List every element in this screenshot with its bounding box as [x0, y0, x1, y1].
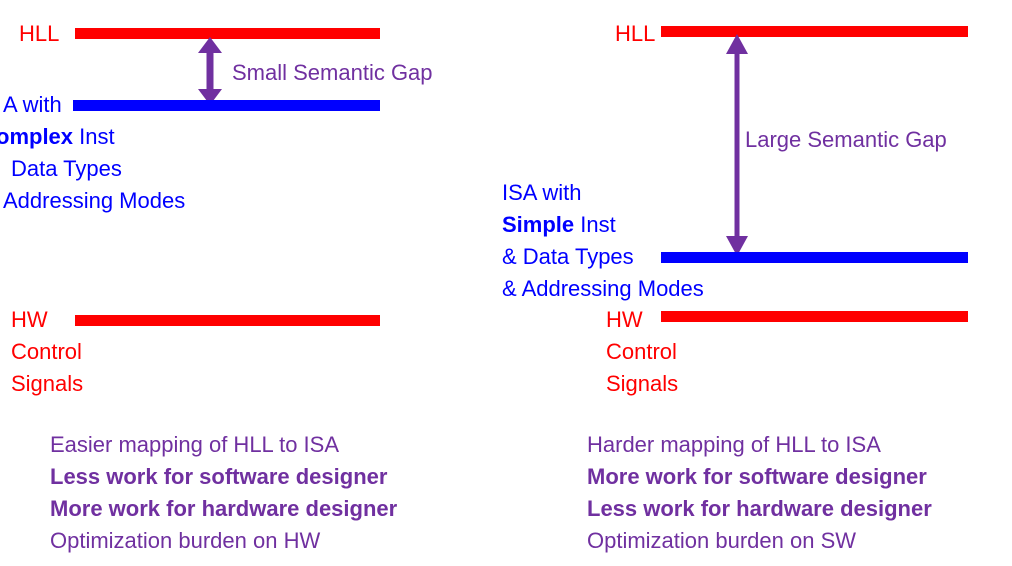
right-hll-label: HLL — [615, 21, 656, 46]
right-gap-label: Large Semantic Gap — [745, 127, 947, 152]
left-semantic-gap-arrow — [198, 37, 222, 105]
left-signals-label: Signals — [11, 371, 84, 396]
right-hw-bar — [661, 311, 968, 322]
left-hw-bar — [75, 315, 380, 326]
left-isa-line1: A with — [3, 92, 62, 117]
left-note-4: Optimization burden on HW — [50, 528, 321, 553]
right-isa-bold: Simple — [502, 212, 575, 237]
right-notes: Harder mapping of HLL to ISA More work f… — [587, 429, 932, 557]
right-isa-line2-rest: Inst — [574, 212, 616, 237]
right-isa-line3: & Data Types — [502, 244, 634, 269]
left-isa-line2-rest: Inst — [73, 124, 115, 149]
left-notes: Easier mapping of HLL to ISA Less work f… — [50, 429, 397, 557]
right-isa-bar — [661, 252, 968, 263]
right-isa-line4: & Addressing Modes — [502, 276, 704, 301]
left-isa-bold: omplex — [0, 124, 74, 149]
right-hll-bar — [661, 26, 968, 37]
left-isa-bar — [73, 100, 380, 111]
left-isa-line3: Data Types — [11, 156, 122, 181]
right-isa-line2: Simple Inst — [502, 212, 616, 238]
right-note-4: Optimization burden on SW — [587, 528, 857, 553]
left-hll-bar — [75, 28, 380, 39]
right-hw-label: HW — [606, 307, 643, 332]
left-isa-line2: omplex Inst — [0, 124, 115, 150]
left-note-2: Less work for software designer — [50, 464, 388, 489]
right-note-2: More work for software designer — [587, 464, 927, 489]
left-isa-line4: Addressing Modes — [3, 188, 186, 213]
right-note-1: Harder mapping of HLL to ISA — [587, 432, 881, 457]
right-signals-label: Signals — [606, 371, 679, 396]
left-gap-label: Small Semantic Gap — [232, 60, 433, 85]
right-control-label: Control — [606, 339, 677, 364]
left-hw-label: HW — [11, 307, 48, 332]
left-note-1: Easier mapping of HLL to ISA — [50, 432, 340, 457]
left-control-label: Control — [11, 339, 82, 364]
right-note-3: Less work for hardware designer — [587, 496, 932, 521]
right-isa-line1: ISA with — [502, 180, 582, 205]
left-hll-label: HLL — [19, 21, 60, 46]
right-semantic-gap-arrow — [726, 34, 748, 256]
left-note-3: More work for hardware designer — [50, 496, 398, 521]
